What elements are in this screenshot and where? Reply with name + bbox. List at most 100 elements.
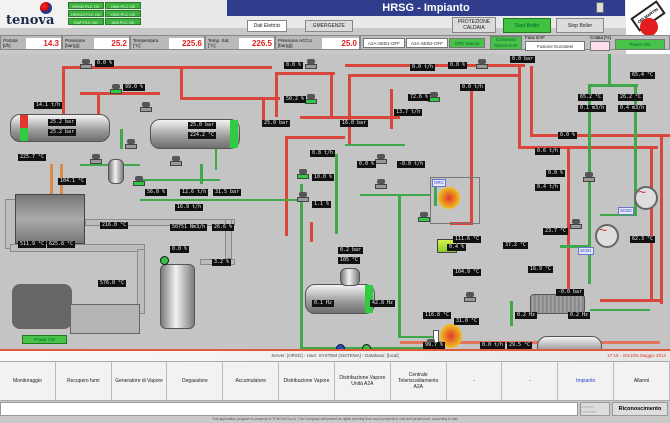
orc-status: ORC Marcia (449, 38, 485, 48)
control-valve[interactable] (464, 292, 476, 302)
control-valve[interactable] (375, 154, 387, 164)
value-readout: 111.6 °C (453, 236, 482, 243)
value-readout: 511.9 °C (18, 241, 47, 248)
flue-duct (137, 249, 145, 314)
nav-impianto[interactable]: Impianto (558, 362, 615, 400)
control-valve[interactable] (297, 169, 309, 179)
scb2-heat-exchanger[interactable] (634, 184, 658, 210)
valve-part (80, 64, 92, 69)
nav-empty-1[interactable]: - (447, 362, 503, 400)
flue-duct (225, 219, 232, 259)
start-boiler-button[interactable]: Start Boiler (503, 18, 551, 33)
valve-part (377, 154, 385, 159)
steam-pipe (62, 66, 272, 69)
deaerator[interactable] (305, 284, 375, 314)
nav-distribuzione-vapore[interactable]: Distribuzione Vapore (279, 362, 335, 400)
value-readout: 0.2 Hz (515, 312, 538, 319)
control-valve[interactable] (170, 156, 182, 166)
stop-boiler-button[interactable]: Stop Boiler (556, 18, 604, 33)
control-valve[interactable] (476, 59, 488, 69)
condenser[interactable] (530, 294, 585, 314)
tenova-logo-icon (40, 2, 52, 14)
nav-recupero-fumi[interactable]: Recupero fumi (56, 362, 112, 400)
water-pipe (608, 54, 611, 84)
value-readout: 62.3 °C (630, 236, 656, 243)
nav-monitoraggio[interactable]: Monitoraggio (0, 362, 56, 400)
waste-heat-exchanger[interactable] (15, 194, 85, 244)
alarm-corrente-button[interactable]: Allarme Corrente (580, 402, 610, 416)
valve-part (305, 99, 317, 104)
nav-centrale-teleriscaldamento[interactable]: Centrale Teleriscaldamento A2A (391, 362, 447, 400)
orc-evaporator[interactable] (438, 187, 460, 209)
water-pipe (560, 245, 590, 248)
control-valve[interactable] (125, 139, 137, 149)
control-valve[interactable] (418, 212, 430, 222)
power-on-status: Power ON (615, 39, 665, 50)
control-valve[interactable] (375, 179, 387, 189)
value-readout: 26.2 °C (618, 94, 644, 101)
fase-eaf-value: Fusione Eurosteel (525, 41, 585, 51)
control-valve[interactable] (80, 59, 92, 69)
protezione-caldaia-button[interactable]: PROTEZIONE CALDAIA (452, 17, 496, 33)
measure-value: 25.2 (94, 38, 129, 49)
water-pipe (360, 194, 430, 196)
value-readout: 25.0 bar (188, 122, 217, 129)
steam-pipe (530, 66, 533, 134)
alarm-line[interactable] (0, 402, 578, 416)
valve-part (307, 94, 315, 99)
valve-part (82, 59, 90, 64)
control-valve[interactable] (140, 102, 152, 112)
server-line: Server: [HRSG] - User: SYSTEM (SISTEMA) … (271, 353, 399, 358)
emergenze-button[interactable]: EMERGENZE (305, 20, 353, 32)
value-readout: 216.0 °C (100, 222, 129, 229)
control-valve[interactable] (583, 172, 595, 182)
water-pipe (590, 309, 650, 311)
nav-empty-2[interactable]: - (502, 362, 559, 400)
value-readout: 625.8 °C (47, 241, 76, 248)
steam-pipe (650, 146, 653, 302)
dati-elettrici-button[interactable]: Dati Elettrici (247, 20, 287, 32)
value-readout: 99.7 % (423, 342, 446, 349)
control-valve[interactable] (305, 59, 317, 69)
plc-status-oah: OAH PLC OK (105, 2, 141, 9)
nav-degasatore[interactable]: Degasatore (167, 362, 224, 400)
riconoscimento-button[interactable]: Riconoscimento (612, 402, 668, 416)
value-readout: 0.0 % (357, 161, 377, 168)
control-valve[interactable] (90, 154, 102, 164)
nav-accumulatore[interactable]: Accumulatore (223, 362, 280, 400)
nav-generatore-vapore[interactable]: Generatore di Vapore (112, 362, 168, 400)
water-pipe (510, 301, 513, 326)
flue-duct (70, 304, 140, 334)
valve-part (297, 197, 309, 202)
control-valve[interactable] (133, 176, 145, 186)
control-valve[interactable] (297, 192, 309, 202)
window-icon[interactable] (596, 2, 604, 13)
valve-part (427, 339, 435, 344)
valve-part (583, 177, 595, 182)
value-readout: 13.7 t/h (394, 109, 423, 116)
value-readout: 50.2 % (284, 96, 307, 103)
value-readout: 56.0 % (145, 189, 168, 196)
blowdown-vessel[interactable] (108, 159, 124, 184)
control-valve[interactable] (305, 94, 317, 104)
nav-allarmi[interactable]: Allarmi (614, 362, 670, 400)
value-readout: 31.5 bar (213, 189, 242, 196)
scb1-heat-exchanger[interactable] (595, 222, 619, 248)
valve-part (170, 161, 182, 166)
water-pipe (398, 336, 438, 338)
fan-icon[interactable] (160, 256, 169, 265)
flue-duct (10, 244, 145, 252)
preheater[interactable] (440, 324, 462, 348)
water-pipe (335, 154, 338, 234)
nav-distribuzione-a2a[interactable]: Distribuzione Vapore Unità A2A (335, 362, 391, 400)
value-readout: 0.0 t/h (480, 342, 506, 349)
control-valve[interactable] (110, 84, 122, 94)
water-pipe (588, 84, 638, 87)
control-valve[interactable] (570, 219, 582, 229)
valve-part (307, 59, 315, 64)
measure-label: Portata [t/h] (3, 38, 18, 48)
valve-part (466, 292, 474, 297)
drum2-level-indicator (230, 120, 238, 148)
valve-part (476, 64, 488, 69)
value-readout: 25.2 bar (48, 129, 77, 136)
